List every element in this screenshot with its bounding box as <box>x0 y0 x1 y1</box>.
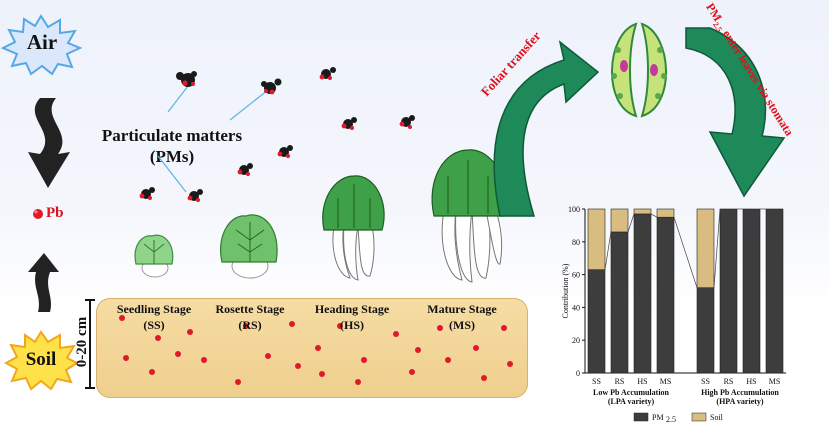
mature-plant-icon <box>431 149 506 283</box>
rosette-plant-icon <box>220 214 278 279</box>
legend-pm25-subscript: 2.5 <box>666 415 676 424</box>
pm25-bar <box>587 269 606 374</box>
up-arrow-icon <box>28 253 59 312</box>
pm-label: Particulate matters <box>101 126 243 145</box>
stage-hs-name: Heading Stage <box>314 302 390 316</box>
pm25-bar <box>765 208 784 374</box>
chart-x-tick-label: RS <box>724 377 734 386</box>
chart-group-label: High Pb Accumulation <box>701 388 779 397</box>
stage-ms-name: Mature Stage <box>427 302 497 316</box>
chart-x-tick-label: SS <box>592 377 601 386</box>
stomata-entry-arrow-icon <box>685 27 786 198</box>
chart-y-tick-label: 20 <box>572 336 580 345</box>
chart-y-tick-label: 80 <box>572 238 580 247</box>
chart-group-sublabel: (HPA variety) <box>716 397 764 406</box>
connector-line <box>713 208 721 288</box>
chart-x-tick-label: MS <box>660 377 672 386</box>
stage-hs-abbr: (HS) <box>340 318 364 332</box>
chart-y-tick-label: 60 <box>572 271 580 280</box>
connector-line <box>650 213 658 218</box>
pm25-bar <box>742 208 761 374</box>
stage-rs-abbr: (RS) <box>238 318 262 332</box>
soil-bar <box>656 208 675 218</box>
legend-pm25-label: PM <box>652 413 664 422</box>
pm25-bar <box>656 216 675 374</box>
pm25-bar <box>633 213 652 374</box>
soil-pb-particles <box>119 315 513 385</box>
stomata-guard-cells-icon <box>611 22 667 118</box>
down-arrow-icon <box>28 98 70 188</box>
legend-pm25-swatch <box>633 412 649 422</box>
chart-x-tick-label: SS <box>701 377 710 386</box>
pm-cluster-1-icon <box>176 71 197 87</box>
pm25-bar <box>719 208 738 374</box>
pb-particle-icon <box>33 209 43 219</box>
stage-ss-name: Seedling Stage <box>116 302 192 316</box>
connector-line <box>604 231 612 270</box>
connector-line <box>673 217 698 288</box>
foliar-transfer-arrow-icon <box>493 40 600 217</box>
connector-line <box>627 213 635 233</box>
stage-rs-name: Rosette Stage <box>215 302 285 316</box>
pm-cluster-9-icon <box>187 189 203 202</box>
chart-x-tick-label: HS <box>746 377 756 386</box>
depth-label: 0-20 cm <box>74 316 90 368</box>
seedling-plant-icon <box>134 234 174 278</box>
soil-label: Soil <box>25 349 57 370</box>
heading-plant-icon <box>322 175 385 281</box>
pb-label: Pb <box>46 205 64 221</box>
stage-ms-abbr: (MS) <box>449 318 475 332</box>
chart-y-tick-label: 100 <box>568 205 580 214</box>
chart-x-tick-label: RS <box>615 377 625 386</box>
pm-cluster-6-icon <box>277 145 293 158</box>
legend-soil-label: Soil <box>710 413 724 422</box>
soil-bar <box>696 208 715 289</box>
chart-y-axis-label: Contribution (%) <box>561 263 570 318</box>
pm-cluster-4-icon <box>341 117 357 130</box>
chart-y-tick-label: 40 <box>572 303 580 312</box>
air-starburst-icon <box>0 14 82 76</box>
soil-bar <box>633 208 652 215</box>
stage-ss-abbr: (SS) <box>143 318 165 332</box>
pm-cluster-3-icon <box>319 67 336 80</box>
air-label: Air <box>26 30 58 54</box>
pm-abbr-label: (PMs) <box>149 147 195 166</box>
soil-bar <box>587 208 606 270</box>
pm-cluster-2-icon <box>261 78 282 95</box>
chart-group-sublabel: (LPA variety) <box>608 397 655 406</box>
chart-group-label: Low Pb Accumulation <box>593 388 670 397</box>
chart-y-tick-label: 0 <box>576 369 580 378</box>
soil-starburst-icon <box>4 330 78 391</box>
pm-cluster-8-icon <box>139 187 155 200</box>
pm-cluster-5-icon <box>399 115 415 129</box>
particulate-clusters <box>139 67 415 202</box>
pm-cluster-7-icon <box>237 163 253 176</box>
chart-x-tick-label: MS <box>769 377 781 386</box>
chart-x-tick-label: HS <box>637 377 647 386</box>
soil-bar <box>610 208 629 233</box>
depth-bracket <box>85 299 95 389</box>
legend-soil-swatch <box>691 412 707 422</box>
pm25-bar <box>696 287 715 374</box>
soil-layer <box>96 298 528 398</box>
pm25-bar <box>610 231 629 374</box>
